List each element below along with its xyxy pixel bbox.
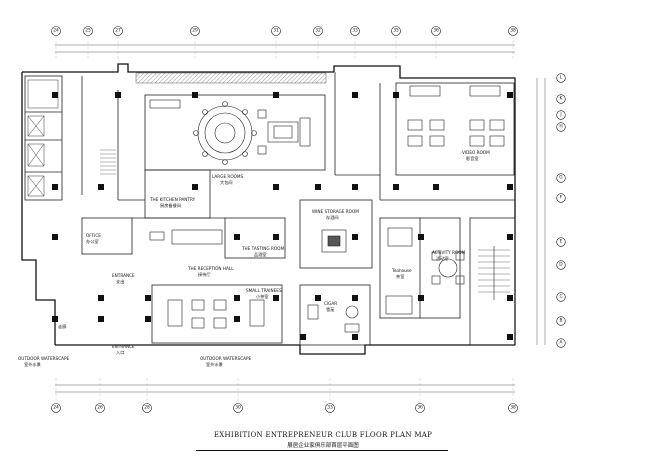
label-outdoor-1: OUTDOOR WATERSCAPE xyxy=(18,356,70,361)
label-kitchen: THE KITCHEN PANTRY xyxy=(149,197,196,202)
grid-label: 26 xyxy=(97,405,103,411)
label-wine-cn: 存酒间 xyxy=(326,214,339,221)
plan-title-cn: 展居企业家俱乐部首层平面图 xyxy=(287,443,359,449)
grid-label: 33 xyxy=(327,405,333,411)
label-entrance-2: ENTRANCE xyxy=(112,344,135,349)
grid-label: L xyxy=(560,75,563,81)
cigar-furniture xyxy=(307,304,360,333)
label-cigar: CIGAR xyxy=(324,301,337,306)
right-grid-bubbles: L K J H G F E D C B A xyxy=(556,73,566,348)
bottom-grid-bubbles: 24 26 28 30 33 36 38 xyxy=(51,403,518,413)
label-tasting-cn: 品酒室 xyxy=(254,251,267,258)
grid-label: 38 xyxy=(510,405,516,411)
grid-label: 36 xyxy=(417,405,423,411)
label-entrance-2-cn: 入口 xyxy=(116,350,124,355)
grid-label: 36 xyxy=(433,28,439,34)
grid-label: G xyxy=(559,175,563,181)
video-room-seating xyxy=(407,85,505,147)
stair-symbol xyxy=(100,149,510,300)
label-kitchen-cn: 厨房备餐间 xyxy=(160,202,181,209)
label-large-rooms: LARGE ROOMS xyxy=(212,174,244,179)
round-dining-table xyxy=(193,101,257,165)
grid-label: 38 xyxy=(510,28,516,34)
label-activity: ACTIVITY ROOM xyxy=(432,250,466,255)
wine-storage-center xyxy=(321,229,347,253)
label-office-cn: 办公室 xyxy=(86,238,99,245)
grid-label: 28 xyxy=(144,405,150,411)
grid-label: C xyxy=(559,294,562,300)
grid-label: 29 xyxy=(192,28,198,34)
grid-label: 24 xyxy=(53,28,59,34)
label-teahouse-cn: 茶室 xyxy=(396,273,404,279)
grid-label: H xyxy=(559,124,562,130)
label-corridor-cn: 走廊 xyxy=(58,323,66,330)
grid-label: 33 xyxy=(352,28,358,34)
label-outdoor-1-cn: 室外水景 xyxy=(24,361,41,368)
label-tasting: THE TASTING ROOM xyxy=(241,246,284,251)
label-outdoor-2: OUTDOOR WATERSCAPE xyxy=(200,356,252,361)
grid-label: 32 xyxy=(315,28,321,34)
dimension-lines-bottom xyxy=(55,384,515,393)
top-grid-bubbles: 24 25 27 29 31 32 33 35 36 38 xyxy=(51,26,518,36)
label-video: VIDEO ROOM xyxy=(462,150,490,155)
title-underline xyxy=(196,450,448,451)
grid-label: 27 xyxy=(115,28,121,34)
label-cigar-cn: 雪茄 xyxy=(326,306,334,313)
label-outdoor-2-cn: 室外水景 xyxy=(206,361,223,368)
columns xyxy=(52,92,513,340)
small-trainees-furniture xyxy=(167,299,265,329)
label-reception-cn: 接待厅 xyxy=(198,271,211,278)
plan-title: EXHIBITION ENTREPRENEUR CLUB FLOOR PLAN … xyxy=(213,431,433,439)
grid-label: A xyxy=(559,340,562,346)
label-entrance-1-cn: 支出 xyxy=(116,278,124,285)
dimension-lines-top xyxy=(55,44,515,53)
teahouse-furniture xyxy=(385,227,465,315)
grid-label: K xyxy=(560,96,563,102)
label-entrance-1: ENTRANCE xyxy=(112,273,135,278)
label-large-rooms-cn: 大包间 xyxy=(220,179,233,186)
label-office: OFFICE xyxy=(86,233,101,238)
grid-label: 35 xyxy=(393,28,399,34)
dimension-lines-right xyxy=(536,78,546,345)
grid-label: E xyxy=(560,239,563,245)
grid-label: 31 xyxy=(273,28,279,34)
label-reception: THE RECEPTION HALL xyxy=(187,266,234,271)
grid-lines-vertical xyxy=(55,36,514,402)
sofa-set xyxy=(149,99,311,155)
label-activity-cn: 活动室 xyxy=(436,255,449,262)
label-wine: WINE STORAGE ROOM xyxy=(312,209,359,214)
grid-label: J xyxy=(559,112,561,118)
label-teahouse: Teahouse xyxy=(391,268,412,273)
grid-label: 24 xyxy=(53,405,59,411)
label-small-trainees-cn: 小茶室 xyxy=(256,293,269,300)
grid-label: 30 xyxy=(235,405,241,411)
label-small-trainees: SMALL TRAINEES xyxy=(246,288,282,293)
grid-label: 25 xyxy=(85,28,91,34)
outer-walls xyxy=(21,63,516,355)
grid-label: F xyxy=(560,195,563,201)
grid-label: D xyxy=(559,262,563,268)
interior-walls xyxy=(24,72,516,346)
reception-furniture xyxy=(149,229,223,245)
elevator-symbols xyxy=(27,79,59,197)
room-labels: LARGE ROOMS 大包间 THE KITCHEN PANTRY 厨房备餐间… xyxy=(18,150,490,368)
label-video-cn: 影音室 xyxy=(466,155,479,162)
grid-label: B xyxy=(559,318,562,324)
roof-hatch xyxy=(135,72,327,84)
